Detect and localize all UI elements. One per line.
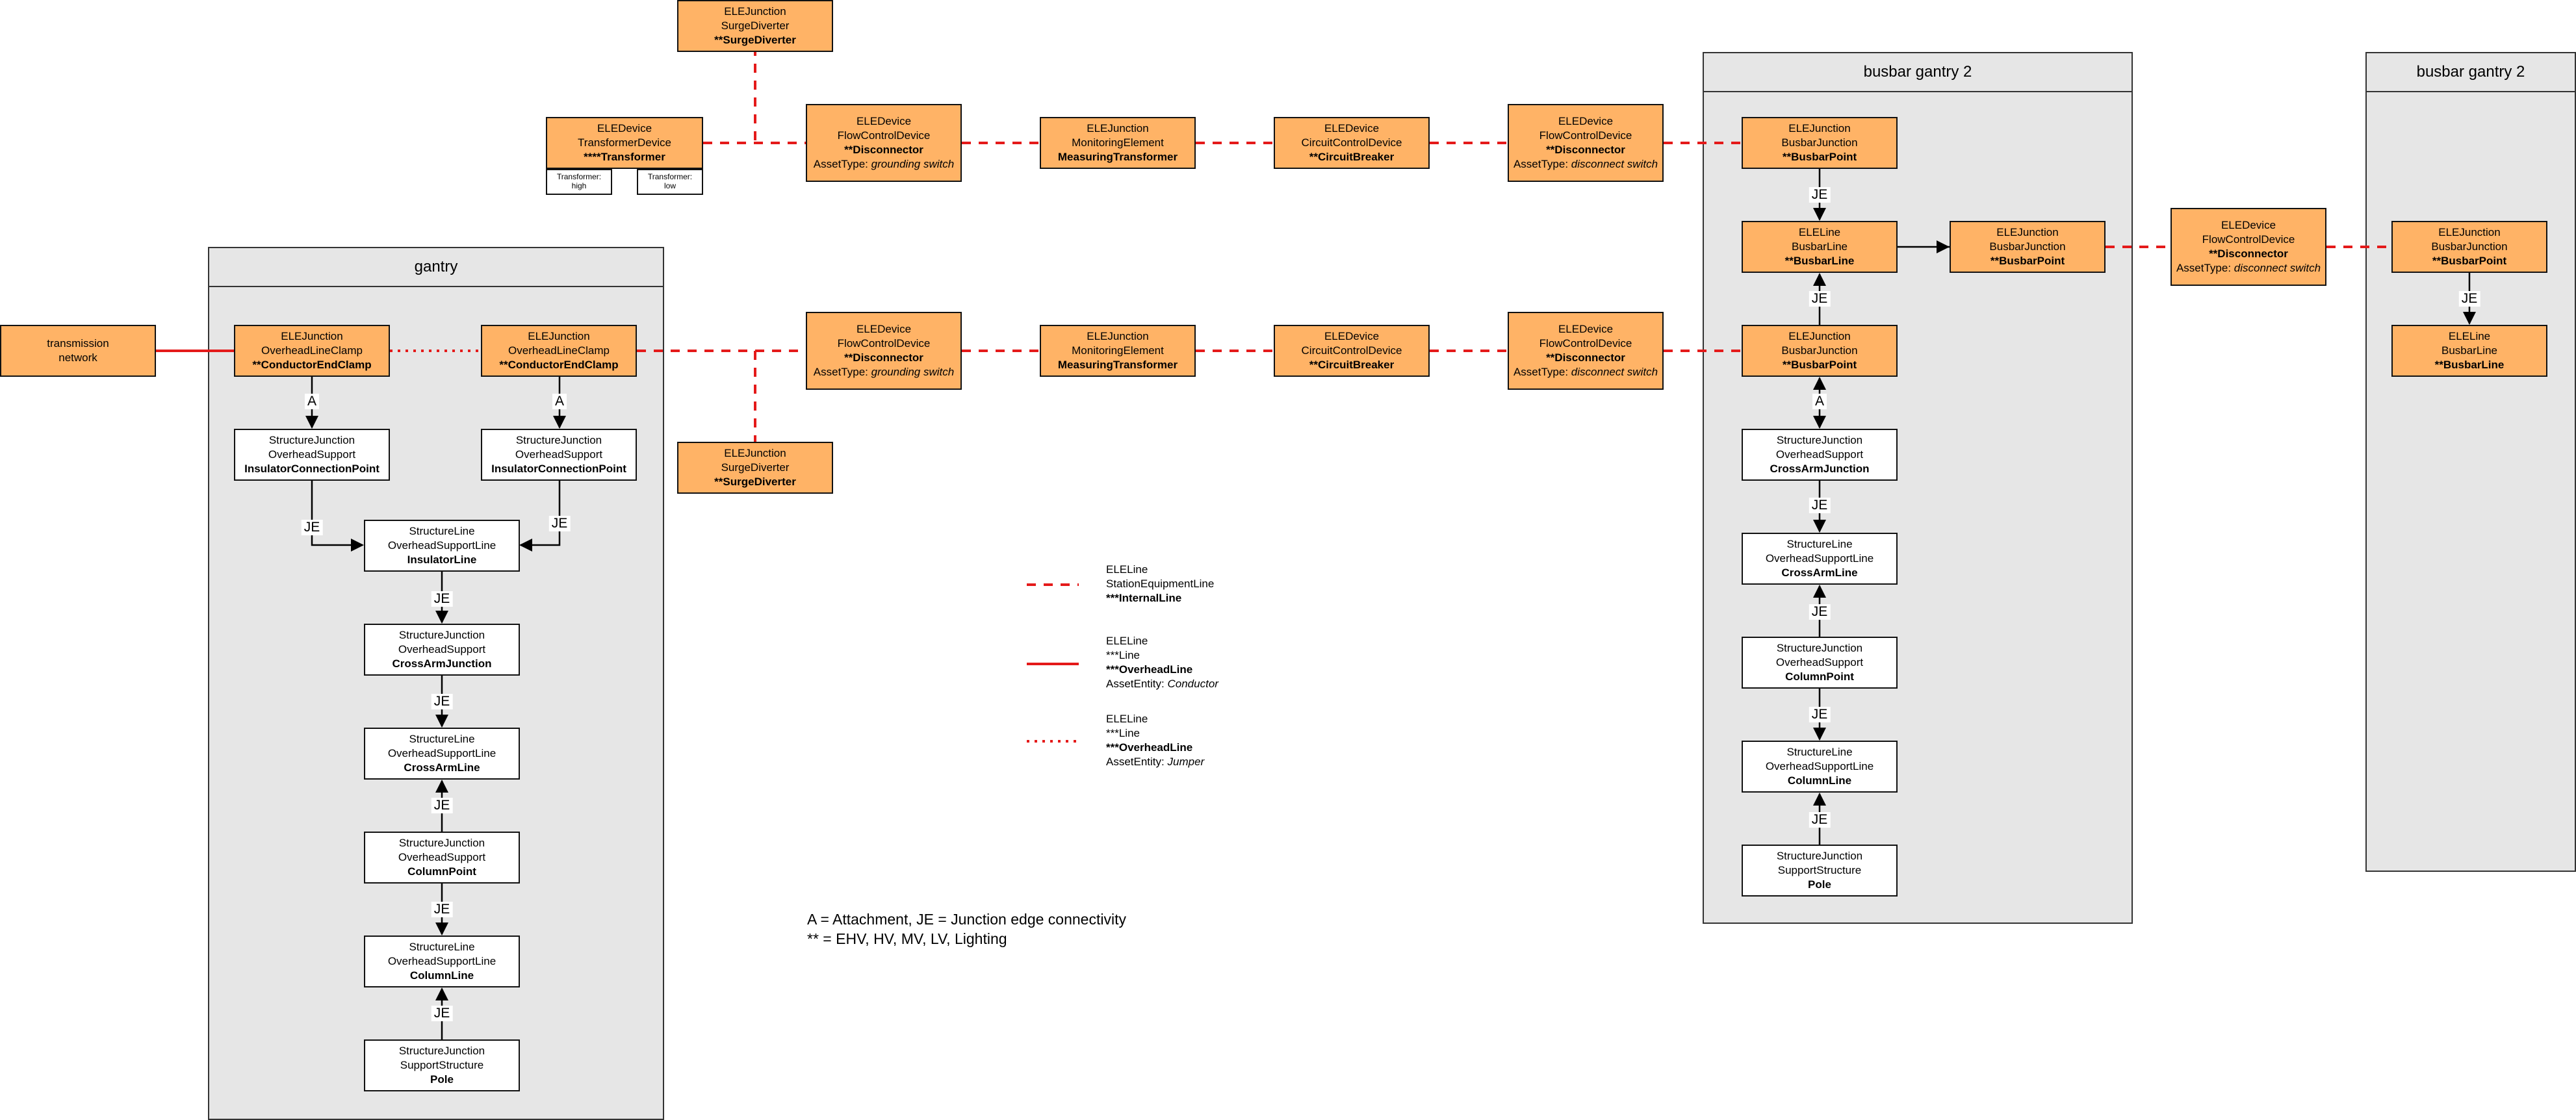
notes: A = Attachment, JE = Junction edge conne… [807,910,1126,948]
edge-label-je: JE [2458,291,2480,307]
edge-label-attachment: A [304,394,320,409]
busbar-gantry-panel-2: busbar gantry 2 [2365,52,2576,872]
edge-label-je: JE [1809,604,1831,620]
surge-diverter-top-node[interactable]: ELEJunction SurgeDiverter **SurgeDiverte… [677,0,833,52]
insulator-connection-point-2-node[interactable]: StructureJunction OverheadSupport Insula… [481,429,637,481]
cross-arm-line-busbar-node[interactable]: StructureLine OverheadSupportLine CrossA… [1742,533,1898,585]
edge-label-attachment: A [552,394,567,409]
panel-title: busbar gantry 2 [1704,53,2132,92]
busbar-point-top-node[interactable]: ELEJunction BusbarJunction **BusbarPoint [1742,117,1898,169]
busbar-line-node[interactable]: ELELine BusbarLine **BusbarLine [1742,221,1898,273]
column-point-busbar-node[interactable]: StructureJunction OverheadSupport Column… [1742,637,1898,689]
conductor-end-clamp-1-node[interactable]: ELEJunction OverheadLineClamp **Conducto… [234,325,390,377]
transformer-high-terminal[interactable]: Transformer: high [546,169,612,195]
transmission-network-node[interactable]: transmission network [0,325,156,377]
edge-label-attachment: A [1812,394,1827,409]
panel-title: busbar gantry 2 [2367,53,2575,92]
disconnector-switch-top-node[interactable]: ELEDevice FlowControlDevice **Disconnect… [1508,104,1664,182]
circuit-breaker-bottom-node[interactable]: ELEDevice CircuitControlDevice **Circuit… [1274,325,1430,377]
edge-label-je: JE [431,798,453,813]
busbar-point-right-node[interactable]: ELEJunction BusbarJunction **BusbarPoint [1950,221,2106,273]
column-line-gantry-node[interactable]: StructureLine OverheadSupportLine Column… [364,935,520,987]
busbar-point-mid-node[interactable]: ELEJunction BusbarJunction **BusbarPoint [1742,325,1898,377]
insulator-connection-point-1-node[interactable]: StructureJunction OverheadSupport Insula… [234,429,390,481]
surge-diverter-bottom-node[interactable]: ELEJunction SurgeDiverter **SurgeDiverte… [677,442,833,494]
measuring-transformer-top-node[interactable]: ELEJunction MonitoringElement MeasuringT… [1040,117,1196,169]
edge-label-je: JE [431,1006,453,1021]
edge-label-je: JE [1809,812,1831,828]
disconnector-switch-bottom-node[interactable]: ELEDevice FlowControlDevice **Disconnect… [1508,312,1664,390]
insulator-line-node[interactable]: StructureLine OverheadSupportLine Insula… [364,520,520,572]
column-line-busbar-node[interactable]: StructureLine OverheadSupportLine Column… [1742,741,1898,793]
edge-label-je: JE [301,520,323,535]
notes-abbreviations: A = Attachment, JE = Junction edge conne… [807,911,1126,928]
disconnector-busbar-node[interactable]: ELEDevice FlowControlDevice **Disconnect… [2170,208,2326,286]
edge-label-je: JE [1809,291,1831,307]
edge-label-je: JE [1809,498,1831,513]
cross-arm-junction-busbar-node[interactable]: StructureJunction OverheadSupport CrossA… [1742,429,1898,481]
legend-internal-line-text: ELELine StationEquipmentLine ***Internal… [1106,563,1215,604]
disconnector-grounding-top-node[interactable]: ELEDevice FlowControlDevice **Disconnect… [806,104,962,182]
busbar-line-far-node[interactable]: ELELine BusbarLine **BusbarLine [2391,325,2547,377]
edge-label-je: JE [1809,707,1831,722]
legend-jumper-text: ELELine ***Line ***OverheadLine AssetEnt… [1106,713,1205,768]
busbar-point-far-node[interactable]: ELEJunction BusbarJunction **BusbarPoint [2391,221,2547,273]
legend-conductor-text: ELELine ***Line ***OverheadLine AssetEnt… [1106,635,1218,690]
column-point-gantry-node[interactable]: StructureJunction OverheadSupport Column… [364,832,520,884]
circuit-breaker-top-node[interactable]: ELEDevice CircuitControlDevice **Circuit… [1274,117,1430,169]
measuring-transformer-bottom-node[interactable]: ELEJunction MonitoringElement MeasuringT… [1040,325,1196,377]
edge-label-je: JE [1809,187,1831,203]
transformer-node[interactable]: ELEDevice TransformerDevice ****Transfor… [546,117,703,169]
pole-gantry-node[interactable]: StructureJunction SupportStructure Pole [364,1039,520,1091]
edge-label-je: JE [431,902,453,917]
disconnector-grounding-bottom-node[interactable]: ELEDevice FlowControlDevice **Disconnect… [806,312,962,390]
edge-label-je: JE [431,591,453,607]
cross-arm-junction-gantry-node[interactable]: StructureJunction OverheadSupport CrossA… [364,624,520,676]
edge-label-je: JE [548,516,571,531]
pole-busbar-node[interactable]: StructureJunction SupportStructure Pole [1742,845,1898,897]
cross-arm-line-gantry-node[interactable]: StructureLine OverheadSupportLine CrossA… [364,728,520,780]
panel-title: gantry [209,248,663,287]
transformer-low-terminal[interactable]: Transformer: low [637,169,703,195]
notes-voltage-levels: ** = EHV, HV, MV, LV, Lighting [807,930,1007,947]
edge-label-je: JE [431,694,453,709]
conductor-end-clamp-2-node[interactable]: ELEJunction OverheadLineClamp **Conducto… [481,325,637,377]
